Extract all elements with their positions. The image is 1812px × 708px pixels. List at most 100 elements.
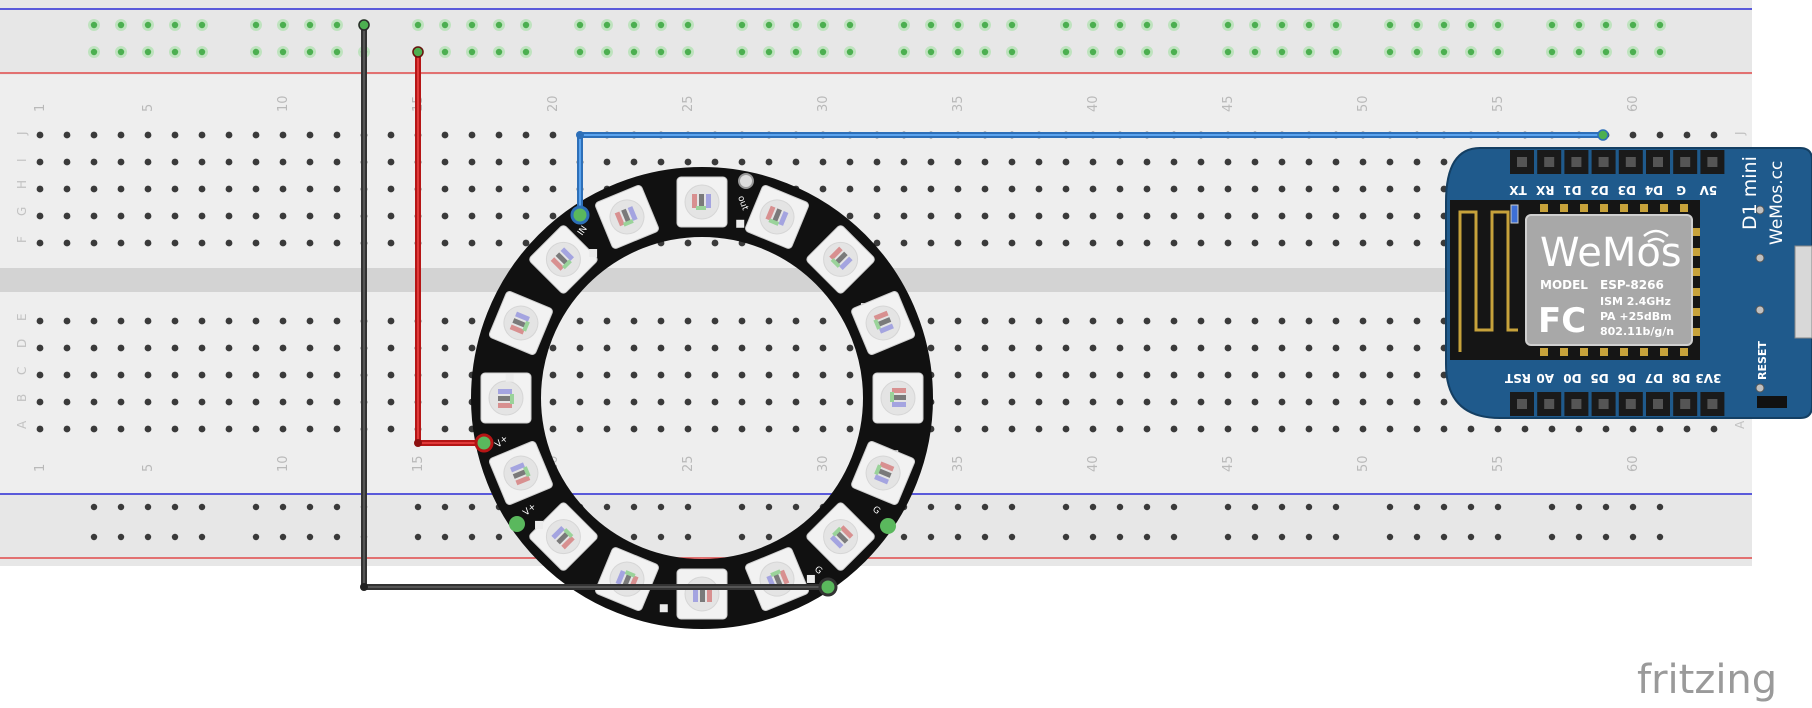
terminal-hole	[279, 398, 287, 406]
terminal-hole	[252, 371, 260, 379]
rail-hole	[1656, 21, 1664, 29]
terminal-hole	[1710, 131, 1718, 139]
terminal-hole	[846, 398, 854, 406]
column-number: 40	[1086, 455, 1101, 472]
terminal-hole	[198, 185, 206, 193]
header-pin-hole	[1707, 157, 1718, 167]
terminal-hole	[1143, 398, 1151, 406]
terminal-hole	[198, 398, 206, 406]
ring-pad-gnd-2	[880, 518, 896, 534]
terminal-hole	[657, 371, 665, 379]
rail-hole	[1494, 503, 1502, 511]
terminal-hole	[333, 425, 341, 433]
terminal-hole	[441, 371, 449, 379]
terminal-hole	[1359, 398, 1367, 406]
rail-hole	[927, 503, 935, 511]
rail-hole	[441, 21, 449, 29]
terminal-hole	[981, 371, 989, 379]
rail-hole	[1089, 21, 1097, 29]
terminal-hole	[1116, 212, 1124, 220]
neopixel-ring[interactable]: IN out V+ V+ G G	[471, 167, 933, 629]
wemos-d1-mini[interactable]: WeMos MODEL ESP-8266 FC ISM 2.4GHz PA +2…	[1445, 147, 1812, 419]
rail-hole	[1440, 48, 1448, 56]
terminal-hole	[873, 158, 881, 166]
terminal-hole	[954, 158, 962, 166]
terminal-hole	[738, 317, 746, 325]
rail-hole	[1494, 21, 1502, 29]
terminal-hole	[819, 317, 827, 325]
terminal-hole	[1170, 239, 1178, 247]
rail-hole	[1494, 48, 1502, 56]
terminal-hole	[441, 158, 449, 166]
rail-hole	[468, 503, 476, 511]
terminal-hole	[63, 398, 71, 406]
terminal-hole	[279, 344, 287, 352]
rail-hole	[117, 48, 125, 56]
rail-hole	[252, 21, 260, 29]
column-number: 25	[681, 455, 696, 472]
terminal-hole	[1008, 344, 1016, 352]
data-wire-corner	[576, 131, 584, 139]
rail-hole	[333, 21, 341, 29]
rail-hole	[117, 503, 125, 511]
rail-hole	[1116, 533, 1124, 541]
terminal-hole	[1359, 371, 1367, 379]
terminal-hole	[603, 371, 611, 379]
rail-hole	[279, 21, 287, 29]
terminal-hole	[1062, 158, 1070, 166]
terminal-hole	[603, 158, 611, 166]
terminal-hole	[387, 317, 395, 325]
terminal-hole	[711, 317, 719, 325]
terminal-hole	[1413, 371, 1421, 379]
terminal-hole	[711, 344, 719, 352]
chip-spec-3: 802.11b/g/n	[1600, 325, 1674, 338]
terminal-hole	[1116, 425, 1124, 433]
terminal-hole	[657, 398, 665, 406]
terminal-hole	[576, 317, 584, 325]
terminal-hole	[1251, 317, 1259, 325]
bottom-pin-label: D8	[1672, 371, 1690, 385]
rail-hole	[981, 21, 989, 29]
terminal-hole	[927, 317, 935, 325]
terminal-hole	[603, 317, 611, 325]
reset-button[interactable]	[1757, 396, 1787, 408]
terminal-hole	[819, 425, 827, 433]
header-pin-hole	[1544, 399, 1555, 409]
terminal-hole	[468, 212, 476, 220]
terminal-hole	[549, 158, 557, 166]
terminal-hole	[117, 425, 125, 433]
terminal-hole	[333, 239, 341, 247]
rail-hole	[981, 503, 989, 511]
terminal-hole	[1062, 398, 1070, 406]
terminal-hole	[1305, 158, 1313, 166]
terminal-hole	[252, 344, 260, 352]
terminal-hole	[252, 398, 260, 406]
column-number: 55	[1491, 95, 1506, 112]
rail-hole	[1062, 503, 1070, 511]
terminal-hole	[1224, 185, 1232, 193]
ring-label-gnd-right: G	[870, 505, 882, 517]
top-pin-label: D4	[1645, 183, 1663, 197]
rail-hole	[981, 48, 989, 56]
terminal-hole	[387, 212, 395, 220]
column-number: 10	[276, 455, 291, 472]
terminal-hole	[1440, 425, 1448, 433]
top-pin-label: RX	[1535, 183, 1554, 197]
chip-model-label: MODEL	[1540, 278, 1588, 292]
rail-hole	[1170, 48, 1178, 56]
terminal-hole	[198, 158, 206, 166]
rail-hole	[657, 21, 665, 29]
terminal-hole	[1008, 371, 1016, 379]
terminal-hole	[333, 158, 341, 166]
rail-hole	[1224, 48, 1232, 56]
terminal-hole	[1224, 344, 1232, 352]
terminal-hole	[819, 185, 827, 193]
terminal-hole	[900, 185, 908, 193]
header-pin-hole	[1680, 157, 1691, 167]
rail-hole	[1602, 533, 1610, 541]
rail-hole	[792, 21, 800, 29]
terminal-hole	[252, 239, 260, 247]
rail-hole	[1305, 48, 1313, 56]
